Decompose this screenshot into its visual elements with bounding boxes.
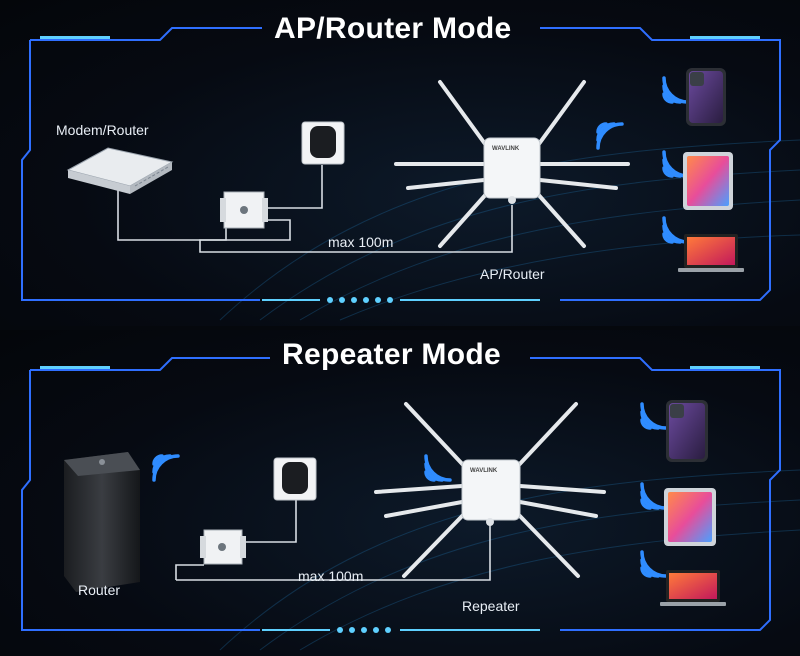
wifi-icon xyxy=(662,76,690,104)
cables xyxy=(117,165,513,253)
wifi-icon xyxy=(424,454,452,482)
power-adapter-icon xyxy=(273,457,317,501)
frame-accents xyxy=(40,36,760,303)
repeater-label: Repeater xyxy=(462,598,520,614)
router-label: Router xyxy=(78,582,121,598)
wifi-icon xyxy=(152,454,180,482)
router-icon xyxy=(64,452,140,592)
phone-icon xyxy=(666,400,708,462)
ap-router-mode-panel: WAVLINK AP/Route xyxy=(0,0,800,326)
modem-icon xyxy=(66,147,174,194)
ap-router-diagram: WAVLINK xyxy=(21,27,800,321)
power-adapter-icon xyxy=(301,121,345,165)
frame-accents xyxy=(40,366,760,633)
wifi-icon xyxy=(640,402,668,430)
wifi-icon xyxy=(640,550,668,578)
repeater-diagram: WAVLINK xyxy=(21,357,800,651)
wifi-icon xyxy=(640,482,668,510)
poe-injector-icon xyxy=(220,191,268,229)
panel-frame xyxy=(21,27,781,301)
tablet-icon xyxy=(664,488,716,546)
access-point-icon: WAVLINK xyxy=(374,402,606,578)
access-point-icon: WAVLINK xyxy=(394,80,630,248)
distance-label: max 100m xyxy=(328,234,394,250)
repeater-mode-panel: WAVLINK xyxy=(0,330,800,656)
modem-router-label: Modem/Router xyxy=(56,122,149,138)
panel-frame xyxy=(21,357,781,631)
poe-injector-icon xyxy=(200,529,246,565)
cables xyxy=(175,498,491,581)
repeater-brand: WAVLINK xyxy=(470,468,498,474)
distance-label: max 100m xyxy=(298,568,364,584)
ap-router-mode-title: AP/Router Mode xyxy=(274,12,512,45)
ap-brand: WAVLINK xyxy=(492,146,520,152)
wifi-icon xyxy=(596,122,624,150)
ap-router-label: AP/Router xyxy=(480,266,545,282)
tablet-icon xyxy=(683,152,733,210)
repeater-mode-title: Repeater Mode xyxy=(282,338,501,371)
phone-icon xyxy=(686,68,726,126)
laptop-icon xyxy=(678,234,744,272)
laptop-icon xyxy=(660,570,726,606)
